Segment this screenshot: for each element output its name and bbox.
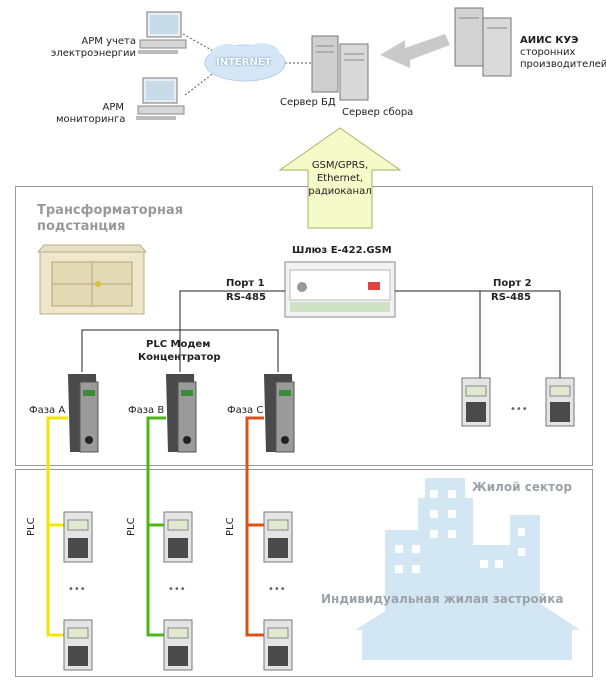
aiis-title: АИИС КУЭ [520,35,579,46]
aiis-sub-line2: производителей [520,59,606,70]
rs485-bus [81,290,561,378]
substation-building [36,244,148,315]
arm-energy-label-line1: АРМ учета [81,36,136,47]
plc-modem-c [264,374,295,453]
arm-monitoring-label-line2: мониторинга [56,114,126,125]
gateway-device [284,261,396,318]
channel-arrow [278,127,402,229]
channel-label-line2: Ethernet, [316,173,364,184]
substation-title-line1: Трансформаторная [37,203,184,218]
plc-modem-a [68,374,99,453]
internet-cloud [204,43,286,82]
aiis-sub-line1: сторонних [520,47,576,58]
internet-label: INTERNET [216,57,272,68]
aiis-arrow [380,34,450,68]
gateway-label: Шлюз Е-422.GSM [292,245,392,256]
channel-label-line3: радиоканал [308,186,372,197]
meter-c-1 [263,511,293,563]
server-db [311,35,339,93]
computer-arm-energy [138,11,187,54]
server-collect-label: Сервер сбора [342,107,414,118]
substation-title-line2: подстанция [37,219,126,234]
phase-a-label: Фаза А [29,405,66,416]
port1-label-line2: RS-485 [226,292,266,303]
channel-label-line1: GSM/GPRS, [311,160,369,171]
meter-b-2 [163,619,193,671]
arm-energy-label-line2: электроэнергии [50,48,136,59]
meter-a-1 [63,511,93,563]
plc-label-b: PLC [126,517,137,536]
plc-modem-label-line2: Концентратор [138,352,221,363]
meter-b-1 [163,511,193,563]
ellipsis-b: ••• [168,584,186,595]
phase-b-label: Фаза В [128,405,165,416]
meter-a-2 [63,619,93,671]
phase-c-label: Фаза С [227,405,264,416]
server-aiis [454,7,512,77]
port2-ellipsis: ••• [510,404,528,415]
individual-housing-label: Индивидуальная жилая застройка [321,592,564,606]
server-db-label: Сервер БД [280,97,336,108]
residential-sector-label: Жилой сектор [472,480,572,494]
network-links [182,33,315,96]
plc-label-a: PLC [26,517,37,536]
port1-label-line1: Порт 1 [226,278,265,289]
building-windows [395,490,525,573]
ellipsis-a: ••• [68,584,86,595]
ellipsis-c: ••• [268,584,286,595]
meter-port2-2 [545,377,575,427]
server-collect [339,43,369,101]
port2-label-line2: RS-485 [491,292,531,303]
computer-arm-monitoring [136,77,185,120]
plc-modem-label-line1: PLC Модем [146,339,211,350]
residential-panel [15,469,593,677]
meter-port2-1 [461,377,491,427]
port2-label-line1: Порт 2 [493,278,532,289]
arm-monitoring-label-line1: АРМ [102,102,125,113]
plc-label-c: PLC [225,517,236,536]
plc-modem-b [166,374,197,453]
substation-panel [15,186,593,466]
residential-silhouette [355,478,580,660]
meter-c-2 [263,619,293,671]
